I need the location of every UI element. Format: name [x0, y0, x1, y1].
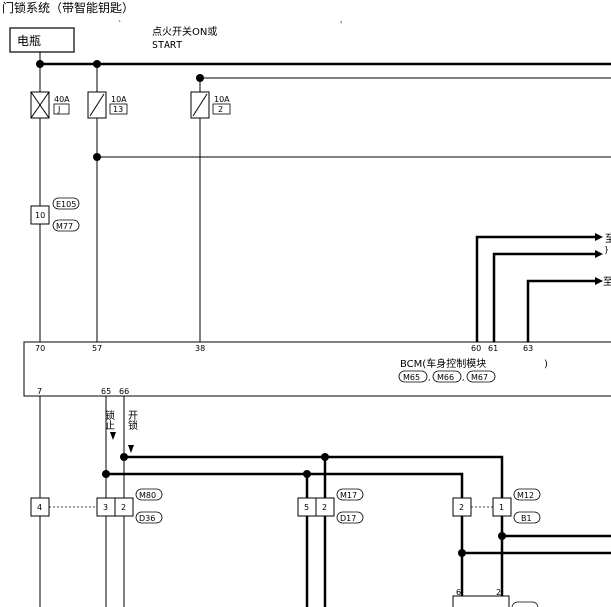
- bcm-pin: 65: [101, 387, 111, 396]
- connector-pin: 3: [103, 503, 108, 512]
- connector-pin: 5: [304, 503, 309, 512]
- bcm-box: [23, 341, 611, 397]
- bcm-label: BCM(车身控制模块: [400, 357, 486, 370]
- connector-code: M80: [139, 491, 156, 500]
- ignition-label-line1: 点火开关ON或: [152, 25, 217, 38]
- fuse-id: J: [57, 105, 60, 114]
- connector-code: M77: [56, 222, 73, 231]
- component-pin: 6: [456, 588, 461, 597]
- ignition-tick-left: `: [118, 19, 122, 29]
- connector-code: E105: [56, 200, 76, 209]
- bcm-pin: 63: [523, 344, 533, 353]
- unlock-label: 开锁: [126, 410, 138, 431]
- bcm-pin: 7: [37, 387, 42, 396]
- bcm-code-pill: [398, 370, 428, 383]
- connector-code-pill: [135, 511, 163, 524]
- arrow-head: [595, 277, 603, 285]
- arrow-down: [110, 432, 116, 440]
- bcm-close-paren: ): [544, 359, 548, 370]
- bcm-pin: 60: [471, 344, 481, 353]
- fuse-id-box: [109, 103, 128, 115]
- connector-code: D36: [139, 514, 155, 523]
- lock-bus: [106, 472, 464, 607]
- arrow-brace: }: [604, 245, 609, 254]
- connector-code-pill: [52, 197, 80, 210]
- connector-code-pill: [336, 511, 364, 524]
- bcm-code-pill: [432, 370, 462, 383]
- connector-pin: 4: [37, 503, 42, 512]
- fuse-id-box: [212, 103, 231, 115]
- arrow-label: 至: [603, 276, 611, 288]
- connector-pin: 1: [499, 503, 504, 512]
- bcm-code-pill: [466, 370, 496, 383]
- connector-pin-box: [315, 497, 335, 517]
- connector-pin: 10: [35, 211, 45, 220]
- fuse-amp: 40A: [54, 95, 70, 104]
- bottom-component-box: [452, 595, 510, 607]
- bcm-connector: M65: [403, 373, 420, 382]
- fuse-amp: 10A: [214, 95, 230, 104]
- junction: [102, 470, 110, 478]
- arrow-down: [128, 445, 134, 453]
- connector-code: M12: [517, 491, 534, 500]
- battery-label: 电瓶: [17, 34, 41, 48]
- ignition-tick-right: ': [340, 20, 342, 29]
- connector-code-pill: [52, 219, 80, 232]
- bcm-pin: 66: [119, 387, 129, 396]
- bcm-connector: M67: [471, 373, 488, 382]
- battery-box: [9, 27, 75, 53]
- bcm-comma: ,: [428, 373, 431, 382]
- arrow-head: [595, 233, 603, 241]
- connector-code: B1: [521, 514, 532, 523]
- connector-pin: 2: [121, 503, 126, 512]
- bcm-connector: M66: [437, 373, 454, 382]
- fuse-id: 2: [218, 105, 223, 114]
- connector-code-pill: [513, 488, 541, 501]
- arrow-head: [595, 250, 603, 258]
- bcm-output-63: [526, 279, 595, 342]
- bcm-output-61: [492, 252, 595, 342]
- arrow-label: 至: [605, 233, 611, 245]
- fuse-id: 13: [113, 105, 123, 114]
- fuse-amp: 10A: [111, 95, 127, 104]
- ignition-label-line2: START: [152, 40, 182, 51]
- connector-pin: 2: [459, 503, 464, 512]
- bcm-pin: 61: [488, 344, 498, 353]
- fuse-10a-2-slash: [192, 93, 208, 117]
- lock-label: 锁止: [103, 409, 115, 430]
- fuse-40a-x2: [30, 91, 50, 119]
- connector-code: D17: [340, 514, 356, 523]
- bcm-output-60: [475, 235, 595, 342]
- connector-code-pill: [511, 601, 539, 607]
- connector-code-pill: [336, 488, 364, 501]
- component-pin: 2: [496, 588, 501, 597]
- bcm-pin: 38: [195, 344, 205, 353]
- connector-code-pill: [135, 488, 163, 501]
- junction: [93, 153, 101, 161]
- junction: [120, 453, 128, 461]
- bcm-pin: 57: [92, 344, 102, 353]
- diagram-title: 门锁系统（带智能钥匙）: [2, 0, 134, 15]
- connector-pin-box: [492, 497, 512, 517]
- connector-pin-box: [114, 497, 134, 517]
- connector-code-pill: [513, 511, 541, 524]
- connector-code: M17: [340, 491, 357, 500]
- junction: [458, 549, 466, 557]
- bcm-comma: ,: [462, 373, 465, 382]
- bcm-pin: 70: [35, 344, 45, 353]
- junction: [498, 532, 506, 540]
- connector-pin: 2: [322, 503, 327, 512]
- fuse-id-box: [53, 103, 70, 115]
- fuse-10a-13-slash: [89, 93, 105, 117]
- unlock-bus: [124, 455, 504, 607]
